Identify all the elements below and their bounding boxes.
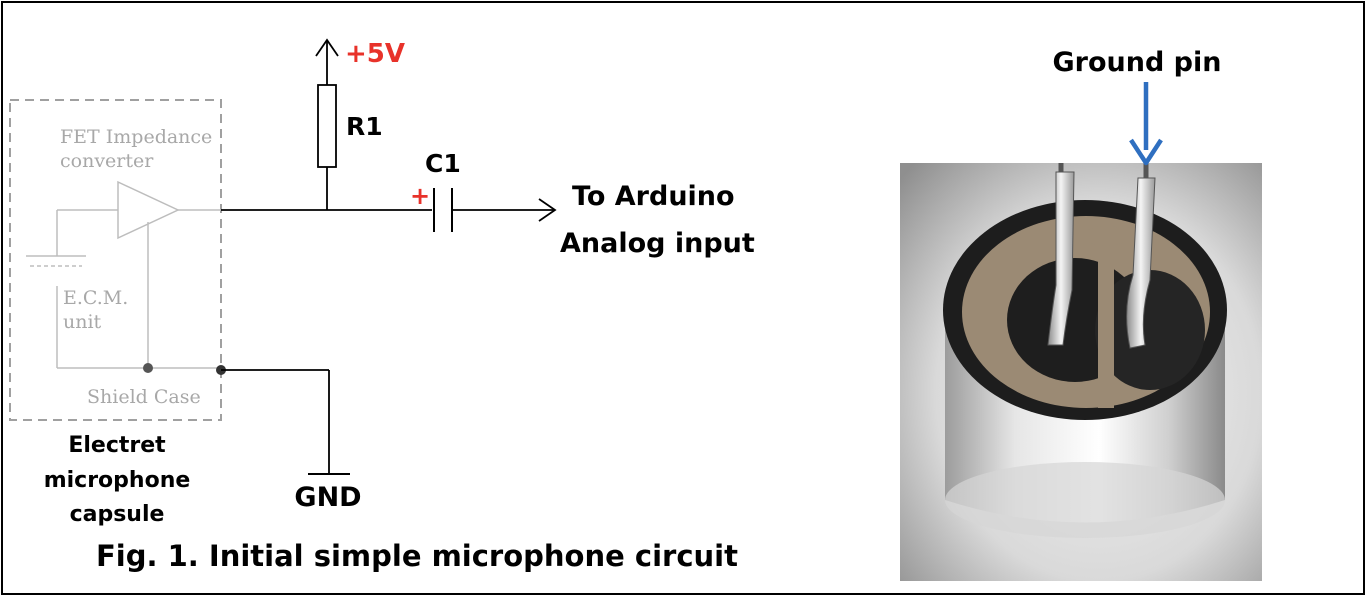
shield-junction-dot xyxy=(143,363,153,373)
capacitor-polarity-mark: + xyxy=(410,182,430,210)
resistor-label: R1 xyxy=(346,112,383,141)
resistor-r1-symbol xyxy=(317,84,337,168)
shield-case-label: Shield Case xyxy=(87,386,201,408)
ground-pin-label: Ground pin xyxy=(1052,47,1221,78)
figure-caption: Fig. 1. Initial simple microphone circui… xyxy=(96,539,738,573)
pin-ground xyxy=(1126,177,1156,349)
pin-left xyxy=(1047,171,1075,346)
capsule-caption-line3: capsule xyxy=(70,502,165,527)
capacitor-label: C1 xyxy=(425,149,461,178)
supply-arrow xyxy=(315,38,339,57)
microphone-photo xyxy=(900,163,1262,581)
pcb-trace xyxy=(1098,230,1114,408)
capsule-dashed-outline xyxy=(9,99,222,421)
ecm-label-line2: unit xyxy=(63,311,102,333)
capsule-pad-right xyxy=(1095,270,1205,390)
output-arrow xyxy=(538,198,557,222)
ground-pin-arrowhead xyxy=(1129,138,1163,166)
output-label-line1: To Arduino xyxy=(572,181,735,212)
supply-label: +5V xyxy=(345,39,405,69)
ecm-label-line1: E.C.M. xyxy=(63,287,128,309)
capsule-caption-line1: Electret xyxy=(68,433,166,458)
fet-label-line1: FET Impedance xyxy=(60,126,212,148)
output-label-line2: Analog input xyxy=(560,228,755,259)
ground-label: GND xyxy=(294,482,361,513)
fet-label-line2: converter xyxy=(60,150,154,172)
capsule-block: FET Impedance converter E.C.M. unit Shie… xyxy=(9,99,222,527)
capsule-caption-line2: microphone xyxy=(44,468,191,493)
circuit-wiring xyxy=(216,38,557,475)
